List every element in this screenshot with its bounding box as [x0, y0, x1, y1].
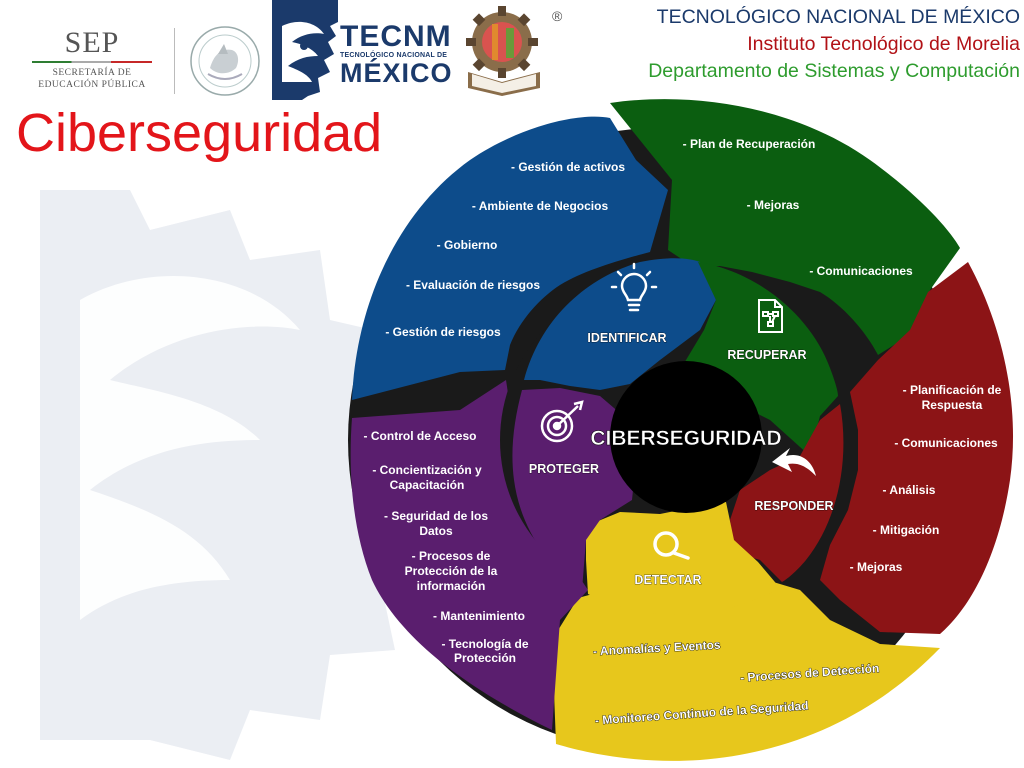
- identificar-item: - Gestión de activos: [511, 160, 625, 174]
- header: SEP SECRETARÍA DE EDUCACIÓN PÚBLICA TECN…: [0, 0, 1024, 100]
- mexico-seal-icon: [190, 26, 260, 96]
- proteger-item: - Control de Acceso: [364, 429, 477, 443]
- proteger-item: Protección: [454, 651, 516, 665]
- outer-segment-responder: [820, 262, 1014, 634]
- logo-divider: [174, 28, 175, 94]
- itm-emblem-icon: [466, 6, 540, 96]
- outer-segment-recuperar: [610, 99, 960, 355]
- proteger-item: - Mantenimiento: [433, 609, 525, 623]
- institution-line2: Instituto Tecnológico de Morelia: [747, 33, 1020, 55]
- proteger-item: Datos: [419, 524, 453, 538]
- recuperar-item: - Mejoras: [747, 198, 800, 212]
- inner-segment-identificar: [524, 258, 716, 390]
- tecnm-logo: TECNM TECNOLÓGICO NACIONAL DE MÉXICO: [268, 0, 452, 100]
- responder-item: - Análisis: [883, 483, 936, 497]
- tecnm-logo-subtitle: TECNOLÓGICO NACIONAL DE: [340, 52, 448, 59]
- tecnm-logo-name: TECNM: [340, 20, 452, 53]
- phase-label-detectar: DETECTAR: [634, 573, 701, 587]
- phase-label-responder: RESPONDER: [754, 499, 833, 513]
- responder-item: - Mejoras: [850, 560, 903, 574]
- phase-label-recuperar: RECUPERAR: [727, 348, 806, 362]
- sep-logo-rule: [32, 61, 152, 63]
- proteger-item: Protección de la: [405, 564, 498, 578]
- institution-line3: Departamento de Sistemas y Computación: [648, 60, 1020, 82]
- phase-label-proteger: PROTEGER: [529, 462, 599, 476]
- proteger-item: Capacitación: [390, 478, 465, 492]
- proteger-item: - Tecnología de: [441, 637, 528, 651]
- target-icon: [540, 400, 584, 443]
- outer-segment-identificar: [352, 116, 668, 400]
- undo-arrow-icon: [772, 448, 816, 476]
- tecnm-gear-icon: [272, 0, 338, 100]
- proteger-item: - Concientización y: [372, 463, 482, 477]
- sep-logo-name: SEP: [64, 26, 120, 59]
- sep-logo-line1: SECRETARÍA DE: [52, 68, 132, 78]
- tecnm-logo-country: MÉXICO: [340, 58, 453, 88]
- identificar-item: - Gestión de riesgos: [385, 325, 501, 339]
- sep-logo: SEP SECRETARÍA DE EDUCACIÓN PÚBLICA: [22, 28, 162, 94]
- page-title: Ciberseguridad: [16, 103, 383, 163]
- phase-label-identificar: IDENTIFICAR: [587, 331, 666, 345]
- institution-block: TECNOLÓGICO NACIONAL DE MÉXICO Instituto…: [648, 4, 1020, 85]
- center-label: CIBERSEGURIDAD: [590, 427, 781, 450]
- document-flow-icon: [758, 299, 783, 333]
- responder-item: - Planificación de: [903, 383, 1002, 397]
- identificar-item: - Gobierno: [437, 238, 498, 252]
- magnifier-icon: [653, 531, 690, 560]
- proteger-item: información: [417, 579, 486, 593]
- proteger-item: - Seguridad de los: [384, 509, 488, 523]
- recuperar-item: - Comunicaciones: [809, 264, 913, 278]
- recuperar-item: - Plan de Recuperación: [683, 137, 816, 151]
- responder-item: - Comunicaciones: [894, 436, 998, 450]
- center-hub: [610, 361, 762, 513]
- inner-segment-responder: [730, 404, 844, 582]
- identificar-item: - Ambiente de Negocios: [472, 199, 609, 213]
- outer-segment-detectar: [552, 578, 940, 761]
- tecnm-watermark: [40, 190, 440, 760]
- inner-segment-recuperar: [680, 262, 838, 456]
- lightbulb-icon: [610, 262, 658, 312]
- registered-mark: ®: [552, 8, 563, 24]
- sep-logo-line2: EDUCACIÓN PÚBLICA: [38, 80, 146, 90]
- identificar-item: - Evaluación de riesgos: [406, 278, 540, 292]
- inner-segment-proteger: [512, 388, 636, 590]
- outer-segment-proteger: [350, 380, 588, 730]
- inner-segment-detectar: [586, 502, 780, 615]
- responder-item: Respuesta: [922, 398, 983, 412]
- proteger-item: - Procesos de: [412, 549, 491, 563]
- institution-line1: TECNOLÓGICO NACIONAL DE MÉXICO: [656, 6, 1020, 28]
- responder-item: - Mitigación: [873, 523, 940, 537]
